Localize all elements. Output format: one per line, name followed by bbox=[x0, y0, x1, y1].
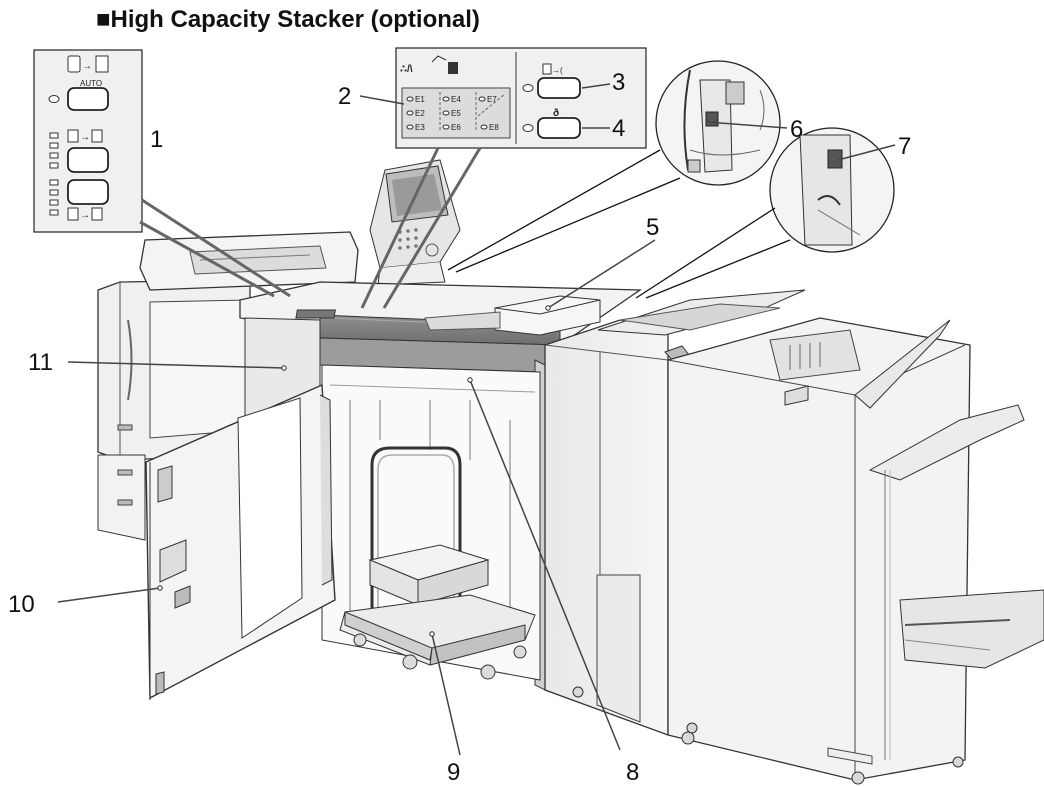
callout-5: 5 bbox=[646, 214, 659, 241]
callout-leaders bbox=[57, 83, 896, 756]
svg-text:→: → bbox=[80, 210, 90, 221]
arrow-icon: → bbox=[82, 61, 92, 72]
error-code-e2: E2 bbox=[415, 109, 425, 118]
error-code-e3: E3 bbox=[415, 123, 425, 132]
svg-text:→: → bbox=[80, 132, 90, 143]
error-code-e4: E4 bbox=[451, 95, 461, 104]
svg-text:→(: →( bbox=[552, 66, 563, 75]
callout-4: 4 bbox=[612, 115, 625, 142]
error-code-e8: E8 bbox=[489, 123, 499, 132]
circle-6-leader bbox=[447, 149, 681, 273]
callout-6: 6 bbox=[790, 116, 803, 143]
error-code-e6: E6 bbox=[451, 123, 461, 132]
unload-icon bbox=[542, 63, 552, 75]
callout-11: 11 bbox=[28, 349, 53, 376]
error-code-e5: E5 bbox=[451, 109, 461, 118]
callout-3: 3 bbox=[612, 69, 625, 96]
callout-1: 1 bbox=[150, 126, 163, 153]
panel-button-3[interactable] bbox=[67, 179, 109, 205]
unlock-button[interactable] bbox=[537, 117, 581, 139]
auto-button[interactable] bbox=[67, 87, 109, 111]
callout-10: 10 bbox=[8, 591, 35, 618]
panel-2-leader bbox=[360, 147, 482, 309]
control-panel-ui bbox=[369, 159, 461, 286]
stacker-unit bbox=[239, 281, 643, 691]
panel-1-leader bbox=[139, 198, 291, 298]
panel-1-detail: → AUTO → → bbox=[33, 49, 143, 233]
callout-2: 2 bbox=[338, 83, 351, 110]
auto-label: AUTO bbox=[80, 79, 102, 88]
front-door bbox=[145, 383, 336, 700]
panel-2-detail: ∴/\ E1 E2 E3 E4 E5 E6 E7 E8 →( bbox=[395, 47, 647, 149]
circle-7-leader bbox=[635, 207, 791, 299]
callout-8: 8 bbox=[626, 759, 639, 786]
finisher-units bbox=[544, 289, 1044, 785]
switch-detail bbox=[769, 127, 895, 253]
callout-9: 9 bbox=[447, 759, 460, 786]
unload-button[interactable] bbox=[537, 77, 581, 99]
panel-button-2[interactable] bbox=[67, 147, 109, 173]
unlock-icon: ð bbox=[553, 107, 559, 119]
svg-text:∴/\: ∴/\ bbox=[400, 64, 413, 75]
circuit-breaker-detail bbox=[655, 60, 781, 186]
callout-7: 7 bbox=[898, 133, 911, 160]
error-code-e1: E1 bbox=[415, 95, 425, 104]
page-title: ■High Capacity Stacker (optional) bbox=[96, 6, 480, 33]
error-code-e7: E7 bbox=[487, 95, 497, 104]
